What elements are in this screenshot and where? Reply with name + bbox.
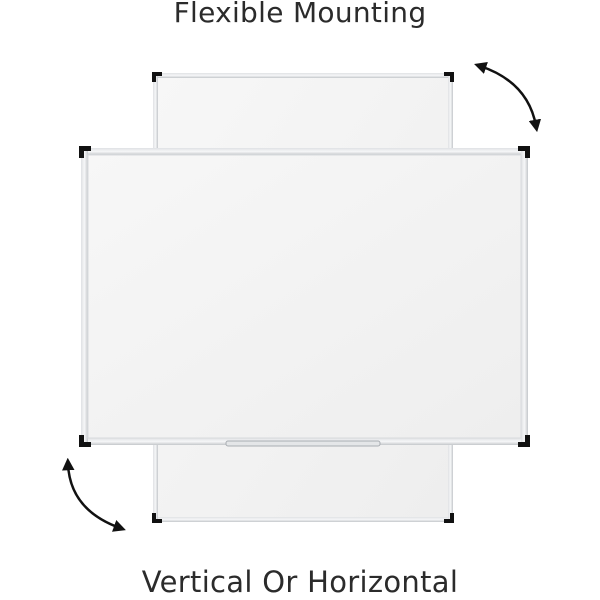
heading-bottom: Vertical Or Horizontal bbox=[141, 565, 459, 599]
horizontal-whiteboard bbox=[79, 146, 530, 447]
corner-cap bbox=[79, 146, 91, 158]
heading-top: Flexible Mounting bbox=[173, 0, 427, 29]
corner-cap bbox=[444, 513, 454, 523]
corner-cap bbox=[152, 513, 162, 523]
curved-double-arrow-icon bbox=[474, 62, 542, 133]
corner-cap bbox=[518, 435, 530, 447]
corner-cap bbox=[444, 72, 454, 82]
corner-cap bbox=[152, 72, 162, 82]
curved-double-arrow-icon bbox=[62, 457, 126, 532]
corner-cap bbox=[79, 435, 91, 447]
marker-tray bbox=[225, 440, 381, 447]
corner-cap bbox=[518, 146, 530, 158]
